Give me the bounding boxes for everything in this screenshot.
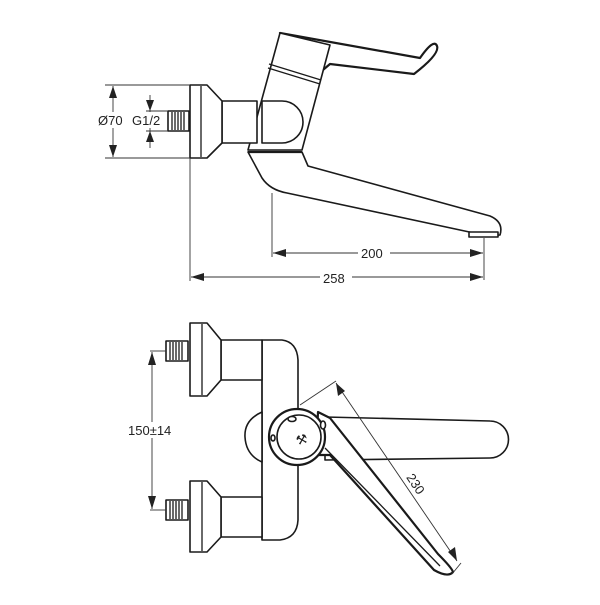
top-lower-flange — [189, 480, 222, 553]
label-inlet-centers: 150±14 — [128, 423, 171, 438]
top-lever-handle — [314, 410, 455, 576]
side-aerator — [468, 231, 499, 238]
brand-logo-icon: ⚒ — [294, 431, 309, 449]
side-spout — [247, 151, 502, 237]
dimension-flange-diameter: Ø70 — [97, 84, 190, 159]
top-upper-arm — [220, 339, 263, 381]
side-wall-flange — [189, 84, 223, 159]
label-lever-length: 230 — [403, 471, 428, 497]
dimension-inlet-centers: 150±14 — [128, 350, 180, 511]
label-overall-projection: 258 — [323, 271, 345, 286]
side-body-connector — [221, 100, 258, 144]
label-spout-reach: 200 — [361, 246, 383, 261]
top-view: ⚒ 150±14 230 — [128, 322, 510, 576]
dimension-overall-projection: 258 — [189, 158, 483, 286]
top-upper-flange — [189, 322, 222, 397]
top-lower-thread — [165, 499, 189, 521]
top-lever-hub-inner — [276, 414, 322, 460]
label-flange-diameter: Ø70 — [98, 113, 123, 128]
dimension-lever-length: 230 — [299, 380, 462, 575]
top-lower-arm — [220, 496, 263, 538]
label-thread: G1/2 — [132, 113, 160, 128]
dimension-spout-reach: 200 — [271, 193, 485, 280]
top-upper-thread — [165, 340, 189, 362]
side-body-dome — [261, 100, 304, 144]
top-spout — [324, 416, 510, 461]
side-view: Ø70 G1/2 200 258 — [97, 31, 502, 286]
top-cartridge-bulge — [244, 411, 263, 463]
dimension-thread: G1/2 — [131, 95, 168, 148]
